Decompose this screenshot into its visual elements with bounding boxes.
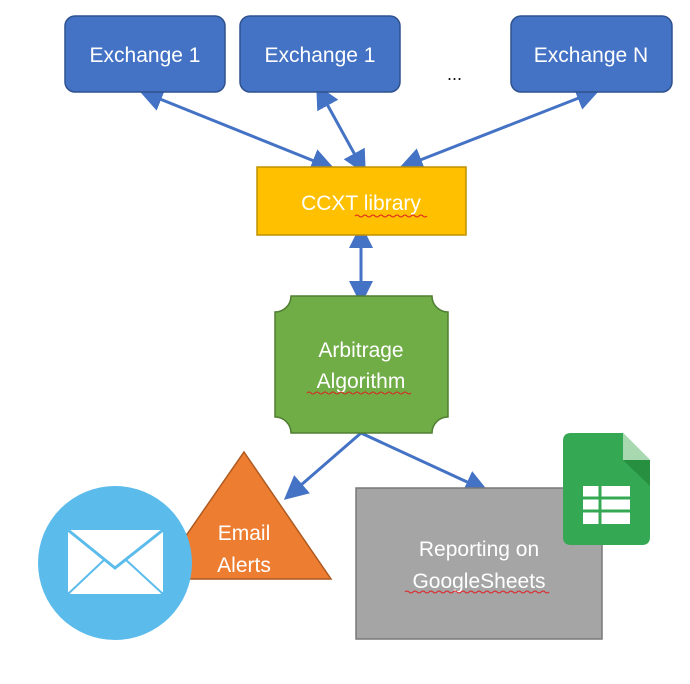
exchange-label: Exchange 1 [90,44,201,67]
exchange-label: Exchange 1 [265,44,376,67]
reporting-label-line2: GoogleSheets [412,570,545,593]
exchange-node-2: Exchange 1 [239,15,401,93]
reporting-label-line1: Reporting on [419,538,539,561]
exchange-node-1: Exchange 1 [64,15,226,93]
reporting-node: Reporting on GoogleSheets [355,487,603,640]
spellcheck-underline [306,391,412,395]
arbitrage-algorithm-node: Arbitrage Algorithm [274,295,449,434]
ellipsis-text: ... [447,64,462,84]
arrow-algorithm-reporting [360,431,489,493]
arrow-exchange2-ccxt [316,84,366,175]
exchange-label: Exchange N [534,44,648,67]
ccxt-label-word: library [364,192,422,215]
connectors [138,84,601,500]
arrow-exchangeN-ccxt [398,87,601,171]
exchange-node-n: Exchange N [510,15,673,93]
ccxt-label-prefix: CCXT [301,192,364,215]
google-sheets-icon [563,433,650,545]
spellcheck-underline [404,590,550,594]
algorithm-label-line2: Algorithm [317,370,406,393]
algorithm-label-line1: Arbitrage [318,339,403,362]
ccxt-library-node: CCXT library [256,166,467,236]
email-label-line1: Email [218,522,271,545]
spellcheck-underline [354,214,428,218]
ccxt-label: CCXT library [301,192,421,215]
email-alerts-node: Email Alerts [154,450,333,580]
envelope-icon [38,486,192,640]
arrow-exchange1-ccxt [138,88,336,172]
email-label-line2: Alerts [217,554,271,577]
arrow-algorithm-email [283,431,362,500]
